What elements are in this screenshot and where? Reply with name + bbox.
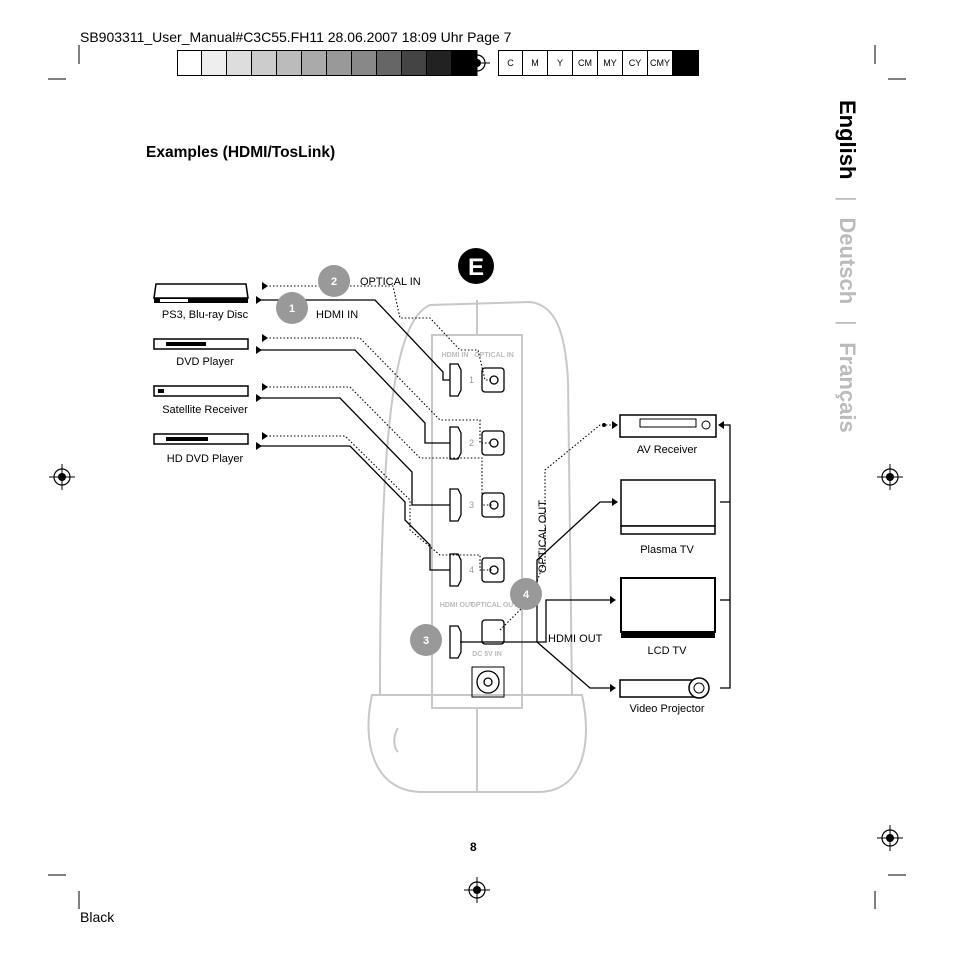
figure-badge bbox=[458, 248, 494, 284]
hdmi-in-port-icon bbox=[449, 363, 462, 397]
port-number: 2 bbox=[469, 438, 474, 448]
footer-color-label: Black bbox=[80, 909, 115, 925]
gray-swatch bbox=[352, 50, 377, 76]
gray-swatch bbox=[277, 50, 302, 76]
registration-mark-icon bbox=[464, 50, 490, 76]
output-label: Video Projector bbox=[629, 703, 704, 715]
cmyk-swatch-label: CMY bbox=[648, 50, 673, 76]
dc-jack-icon bbox=[476, 670, 500, 694]
registration-mark-icon bbox=[877, 825, 903, 851]
gray-swatch bbox=[377, 50, 402, 76]
callout-3: 3 bbox=[410, 624, 442, 656]
optical-in-port-icon bbox=[481, 492, 505, 518]
callout-1: 1 bbox=[276, 292, 308, 324]
callout-4: 4 bbox=[510, 578, 542, 610]
language-deutsch: Deutsch bbox=[835, 217, 860, 305]
panel-hdmi-in-label: HDMI IN bbox=[442, 352, 469, 359]
output-lcd-tv-icon bbox=[620, 577, 716, 638]
port-number: 3 bbox=[469, 500, 474, 510]
output-label: AV Receiver bbox=[637, 444, 698, 456]
panel-optical-in-label: OPTICAL IN bbox=[474, 352, 514, 359]
svg-text:3: 3 bbox=[423, 635, 429, 647]
gray-swatch bbox=[202, 50, 227, 76]
hdmi-switch-body bbox=[367, 300, 587, 793]
optical-in-port-icon bbox=[481, 557, 505, 583]
output-label: LCD TV bbox=[648, 645, 688, 657]
port-number: 4 bbox=[469, 565, 474, 575]
source-hddvd-icon bbox=[153, 433, 249, 445]
svg-text:2: 2 bbox=[331, 276, 337, 288]
page-number: 8 bbox=[470, 840, 477, 854]
callout-2: 2 bbox=[318, 265, 350, 297]
optical-out-port-icon bbox=[481, 619, 505, 645]
panel-hdmi-out-label: HDMI OUT bbox=[440, 602, 475, 609]
registration-mark-icon bbox=[877, 464, 903, 490]
gray-swatch bbox=[427, 50, 452, 76]
language-tabs: English | Deutsch | Français bbox=[834, 100, 864, 440]
language-separator: | bbox=[835, 195, 860, 202]
gray-calibration-bar bbox=[177, 50, 477, 76]
section-title: Examples (HDMI/TosLink) bbox=[146, 144, 336, 161]
output-projector-icon bbox=[619, 677, 710, 699]
gray-swatch bbox=[252, 50, 277, 76]
source-label: DVD Player bbox=[176, 356, 234, 368]
figure-badge-letter: E bbox=[468, 254, 484, 281]
hdmi-in-port-icon bbox=[449, 553, 462, 587]
gray-swatch bbox=[177, 50, 202, 76]
source-label: PS3, Blu-ray Disc bbox=[162, 309, 249, 321]
language-francais: Français bbox=[835, 342, 860, 433]
optical-out-label: OPTICAL OUT bbox=[537, 500, 549, 573]
hdmi-out-label: HDMI OUT bbox=[548, 633, 603, 645]
cmyk-swatch-label: M bbox=[523, 50, 548, 76]
cmyk-swatch-label: CY bbox=[623, 50, 648, 76]
svg-text:4: 4 bbox=[523, 589, 530, 601]
optical-in-port-icon bbox=[481, 367, 505, 393]
panel-optical-out-label: OPTICAL OUT bbox=[470, 602, 518, 609]
cmyk-swatch-label: MY bbox=[598, 50, 623, 76]
callout-2-label: OPTICAL IN bbox=[360, 276, 421, 288]
cmyk-swatch-label: C bbox=[498, 50, 523, 76]
output-av-receiver-icon bbox=[619, 414, 717, 438]
cmyk-swatch-label: CM bbox=[573, 50, 598, 76]
gray-swatch bbox=[302, 50, 327, 76]
gray-swatch bbox=[227, 50, 252, 76]
svg-text:1: 1 bbox=[289, 303, 295, 315]
output-label: Plasma TV bbox=[640, 544, 694, 556]
hdmi-in-port-icon bbox=[449, 488, 462, 522]
panel-dc-in-label: DC 5V IN bbox=[472, 651, 502, 658]
hdmi-in-port-icon bbox=[449, 426, 462, 460]
source-ps3-icon bbox=[153, 283, 249, 303]
hdmi-out-port-icon bbox=[449, 625, 462, 659]
hdmi-output-cables bbox=[460, 424, 731, 689]
source-label: HD DVD Player bbox=[167, 453, 244, 465]
hdmi-input-cables bbox=[256, 299, 450, 571]
source-label: Satellite Receiver bbox=[162, 404, 248, 416]
cmyk-swatch-label: Y bbox=[548, 50, 573, 76]
registration-mark-icon bbox=[49, 464, 75, 490]
source-satellite-icon bbox=[153, 385, 249, 397]
port-number: 1 bbox=[469, 375, 474, 385]
callout-1-label: HDMI IN bbox=[316, 309, 358, 321]
source-dvd-icon bbox=[153, 338, 249, 350]
black-swatch bbox=[673, 50, 699, 76]
gray-swatch bbox=[402, 50, 427, 76]
optical-input-cables bbox=[266, 285, 492, 571]
print-header-line: SB903311_User_Manual#C3C55.FH11 28.06.20… bbox=[80, 29, 512, 45]
language-separator: | bbox=[835, 320, 860, 327]
gray-swatch bbox=[327, 50, 352, 76]
output-plasma-tv-icon bbox=[620, 479, 716, 535]
language-english: English bbox=[835, 100, 860, 180]
registration-mark-icon bbox=[464, 877, 490, 903]
